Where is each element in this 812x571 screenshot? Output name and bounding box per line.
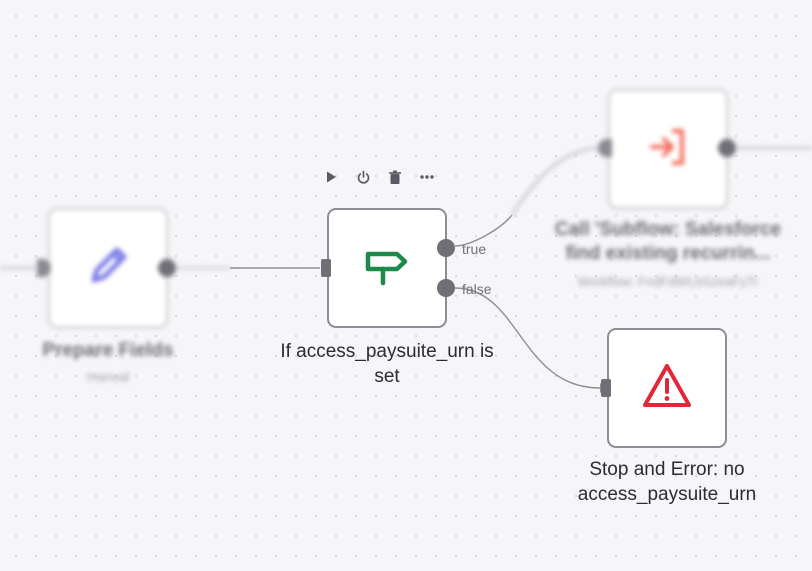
- prepare-fields-output-handle[interactable]: [158, 259, 176, 277]
- edge-true-to-subflow: [454, 214, 513, 247]
- call-subflow-title-line2: find existing recurrin...: [565, 243, 771, 264]
- subflow-enter-icon: [642, 121, 694, 178]
- prepare-fields-subtitle: manual: [86, 369, 130, 384]
- call-subflow-input-handle[interactable]: [598, 139, 612, 157]
- trash-icon[interactable]: [386, 168, 404, 186]
- call-subflow-subtitle: Workflow: FndFdWLbSzeaFyTr: [577, 274, 759, 289]
- stop-error-input-handle[interactable]: [601, 379, 611, 397]
- prepare-fields-input-handle[interactable]: [37, 259, 51, 277]
- play-icon[interactable]: [322, 168, 340, 186]
- power-icon[interactable]: [354, 168, 372, 186]
- call-subflow-node[interactable]: [608, 89, 728, 209]
- stop-error-title: Stop and Error: no access_paysuite_urn: [527, 457, 807, 507]
- prepare-fields-node[interactable]: [48, 208, 168, 328]
- if-node-false-handle[interactable]: [437, 279, 455, 297]
- if-node[interactable]: [327, 208, 447, 328]
- stop-error-node[interactable]: [607, 328, 727, 448]
- stop-error-title-line1: Stop and Error: no: [589, 459, 745, 480]
- call-subflow-output-handle[interactable]: [718, 139, 736, 157]
- prepare-fields-title: Prepare Fields: [42, 340, 174, 361]
- call-subflow-title: Call 'Subflow: Salesforce find existing …: [528, 218, 808, 266]
- warning-triangle-icon: [640, 361, 694, 416]
- pencil-icon: [82, 240, 134, 297]
- signpost-icon: [361, 240, 413, 297]
- if-node-title-line2: set: [374, 366, 400, 387]
- call-subflow-title-line1: Call 'Subflow: Salesforce: [554, 219, 782, 240]
- edge-true-to-subflow-blurred: [511, 147, 601, 216]
- branch-label-false: false: [462, 281, 492, 297]
- if-node-true-handle[interactable]: [437, 239, 455, 257]
- if-node-title: If access_paysuite_urn is set: [247, 339, 527, 389]
- node-toolbar: [322, 166, 436, 188]
- more-icon[interactable]: [418, 168, 436, 186]
- if-node-input-handle[interactable]: [321, 259, 331, 277]
- edge-false-to-stop: [454, 287, 601, 389]
- branch-label-true: true: [462, 241, 487, 257]
- if-node-title-line1: If access_paysuite_urn is: [280, 341, 494, 362]
- stop-error-title-line2: access_paysuite_urn: [577, 484, 757, 505]
